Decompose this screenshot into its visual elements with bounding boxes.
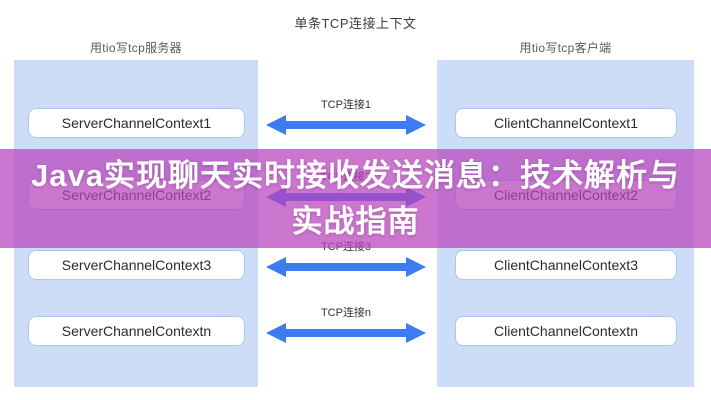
double-arrow-icon bbox=[266, 323, 426, 343]
tcp-connection-label: TCP连接1 bbox=[320, 99, 372, 111]
double-arrow-icon bbox=[266, 257, 426, 277]
server-channel-context-box: ServerChannelContext1 bbox=[28, 108, 245, 138]
client-channel-context-box: ClientChannelContextn bbox=[455, 316, 677, 346]
client-channel-context-box: ClientChannelContext1 bbox=[455, 108, 677, 138]
client-channel-context-box: ClientChannelContext3 bbox=[455, 250, 677, 280]
article-title-banner: Java实现聊天实时接收发送消息：技术解析与 实战指南 bbox=[0, 149, 711, 248]
diagram-title: 单条TCP连接上下文 bbox=[294, 16, 417, 31]
server-column-header: 用tio写tcp服务器 bbox=[90, 41, 182, 55]
server-channel-context-box: ServerChannelContext3 bbox=[28, 250, 245, 280]
article-title-line1: Java实现聊天实时接收发送消息：技术解析与 bbox=[31, 157, 680, 193]
client-column-header: 用tio写tcp客户端 bbox=[519, 41, 612, 55]
tcp-connection-label: TCP连接n bbox=[320, 307, 372, 319]
server-channel-context-box: ServerChannelContextn bbox=[28, 316, 245, 346]
double-arrow-icon bbox=[266, 115, 426, 135]
article-title-line2: 实战指南 bbox=[291, 203, 420, 239]
